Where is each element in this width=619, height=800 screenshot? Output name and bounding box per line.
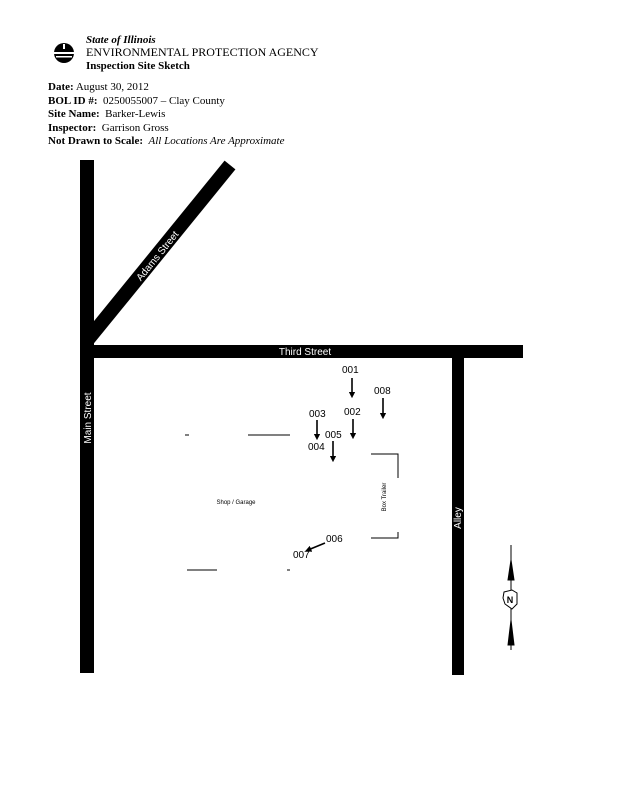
third-street	[80, 345, 523, 358]
scale-value: All Locations Are Approximate	[148, 135, 285, 147]
state-name: State of Illinois	[86, 34, 156, 46]
document-title: Inspection Site Sketch	[86, 60, 190, 72]
photo-label-006: 006	[326, 534, 343, 545]
alley	[452, 358, 464, 675]
building-outlines	[185, 434, 399, 571]
bol-line: BOL ID #: 0250055007 – Clay County	[48, 95, 225, 107]
adams-street-label: Adams Street	[135, 229, 182, 283]
alley-label: Alley	[453, 507, 464, 529]
photo-arrow-006-007	[305, 542, 326, 552]
main-street-label: Main Street	[83, 392, 94, 443]
shop-garage-label: Shop / Garage	[216, 500, 256, 506]
third-street-label: Third Street	[279, 347, 331, 358]
photo-label-008: 008	[374, 386, 391, 397]
box-trailer-label: Box Trailer	[382, 483, 388, 512]
inspector-value: Garrison Gross	[101, 122, 169, 134]
north-arrow-icon	[502, 545, 518, 650]
date-value: August 30, 2012	[75, 81, 149, 93]
photo-label-001: 001	[342, 365, 359, 376]
photo-label-003: 003	[309, 409, 326, 420]
adams-street	[80, 160, 236, 347]
main-street	[80, 160, 94, 673]
north-label: N	[507, 595, 514, 605]
photo-label-002: 002	[344, 407, 361, 418]
photo-labels: 001 002 003 004 005 006 007 008	[293, 365, 391, 561]
photo-label-007: 007	[293, 550, 310, 561]
scale-line: Not Drawn to Scale: All Locations Are Ap…	[48, 135, 285, 147]
inspector-line: Inspector: Garrison Gross	[48, 122, 169, 134]
site-line: Site Name: Barker-Lewis	[48, 108, 166, 120]
date-line: Date: August 30, 2012	[48, 81, 149, 93]
agency-name: ENVIRONMENTAL PROTECTION AGENCY	[86, 45, 319, 59]
bol-value: 0250055007 – Clay County	[103, 95, 225, 107]
photo-label-004: 004	[308, 442, 325, 453]
site-value: Barker-Lewis	[105, 108, 166, 120]
photo-label-005: 005	[325, 430, 342, 441]
photo-arrows	[305, 378, 387, 552]
